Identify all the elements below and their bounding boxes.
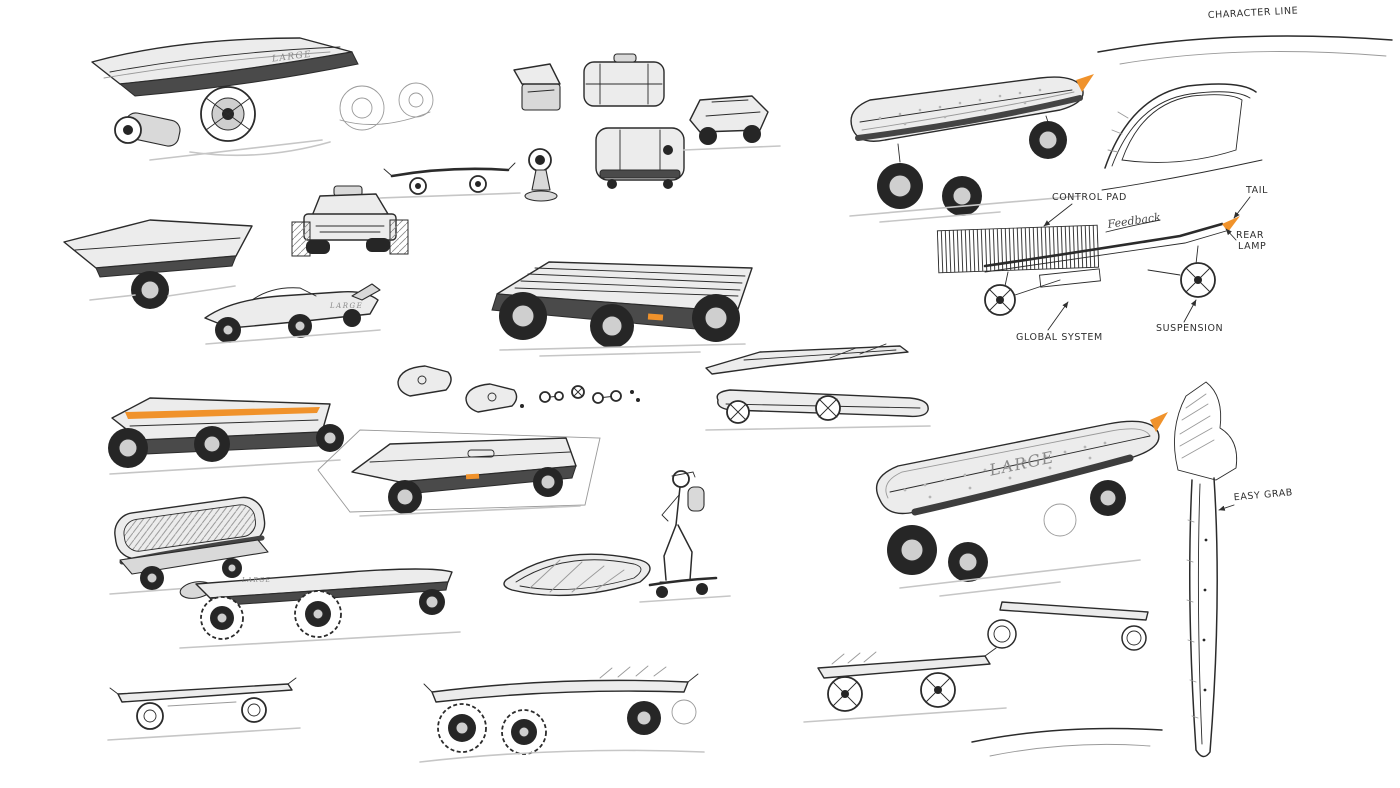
sketch-small-board-bottomleft bbox=[107, 677, 301, 741]
sketch-exploded-parts bbox=[397, 365, 640, 413]
sketch-cases-cluster bbox=[513, 53, 781, 202]
annotation-character-line: CHARACTER LINE bbox=[1208, 5, 1299, 21]
sketch-offroad-board-bottom bbox=[419, 665, 705, 763]
annotation-global-system: GLOBAL SYSTEM bbox=[1016, 332, 1103, 343]
sketch-swoosh-lines bbox=[971, 727, 1163, 757]
annotation-easy-grab: EASY GRAB bbox=[1233, 487, 1293, 503]
sketch-hero-board-topleft: LARGE bbox=[91, 37, 434, 161]
sketch-rover-front bbox=[291, 185, 409, 257]
deck-brand-label: LARGE bbox=[329, 302, 363, 310]
annotation-tail: TAIL bbox=[1245, 185, 1268, 196]
sketch-leaf-deck bbox=[503, 553, 651, 597]
sketch-car-window-frame bbox=[1101, 83, 1263, 191]
sketch-concept-car: LARGE bbox=[204, 283, 381, 345]
deck-brand-label: LARGE bbox=[241, 577, 272, 584]
grip-dots bbox=[903, 441, 1107, 499]
sketch-rider-figure bbox=[639, 470, 731, 603]
annotation-control-pad: CONTROL PAD bbox=[1052, 192, 1127, 203]
sketch-center-grooved-board bbox=[491, 261, 753, 357]
sketch-board-perspective-box bbox=[317, 429, 601, 517]
sketch-knobby-longboard: LARGE bbox=[179, 568, 461, 649]
annotation-handwritten-note: Feedback bbox=[1106, 211, 1162, 232]
grip-dots bbox=[878, 88, 1042, 126]
sketch-slim-deck-rings bbox=[987, 601, 1149, 651]
sketch-board-left-mid bbox=[63, 219, 253, 309]
sketch-dart-and-capsule bbox=[705, 343, 931, 431]
annotation-rear-lamp-line2: LAMP bbox=[1238, 241, 1266, 252]
sketch-board-orange-stripe bbox=[108, 397, 344, 475]
sketch-tiny-skateboard bbox=[379, 162, 521, 199]
sketch-spoke-wheel-board bbox=[803, 647, 1007, 723]
annotation-character-line-group: CHARACTER LINE bbox=[1097, 5, 1393, 65]
annotation-suspension: SUSPENSION bbox=[1156, 323, 1223, 334]
annotation-rear-lamp-line1: REAR bbox=[1236, 230, 1264, 241]
sketch-oval-longboard-topright bbox=[849, 74, 1094, 223]
sketch-easy-grab-hand: EASY GRAB bbox=[1173, 381, 1293, 758]
sketch-technical-side-view: CONTROL PAD Feedback TAIL REAR LAMP GLOB… bbox=[936, 185, 1268, 343]
sketch-hero-board-right: LARGE bbox=[875, 412, 1168, 597]
